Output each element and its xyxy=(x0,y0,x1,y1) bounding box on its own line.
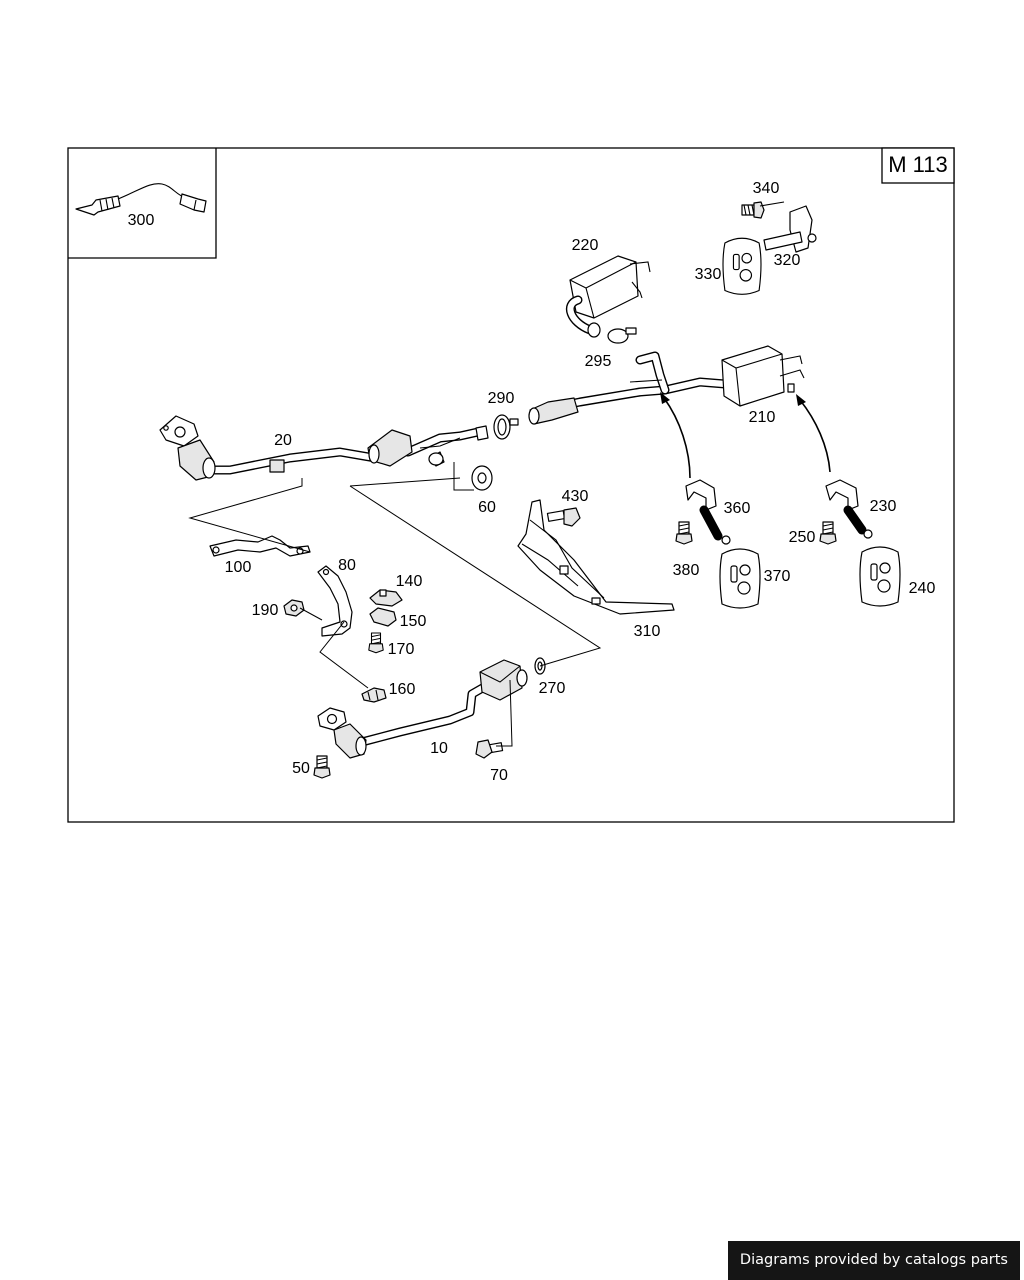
rear-muffler-icon[interactable] xyxy=(721,345,805,407)
callout-190: 190 xyxy=(252,602,279,619)
callout-320: 320 xyxy=(774,252,801,269)
callout-380: 380 xyxy=(673,562,700,579)
arrow-icon xyxy=(663,397,691,479)
callout-240: 240 xyxy=(909,580,936,597)
rubber-hanger-icon[interactable] xyxy=(722,237,762,295)
nut-icon[interactable] xyxy=(471,465,493,491)
bolt-icon[interactable] xyxy=(546,507,581,527)
arrow-icon xyxy=(799,399,831,473)
oxygen-sensor-icon[interactable] xyxy=(75,183,207,216)
callout-340: 340 xyxy=(753,180,780,197)
bracket-icon[interactable] xyxy=(209,535,311,557)
callout-230: 230 xyxy=(870,498,897,515)
callout-250: 250 xyxy=(789,529,816,546)
callout-310: 310 xyxy=(634,623,661,640)
callout-70: 70 xyxy=(490,767,508,784)
arrow-head-icon xyxy=(796,394,806,406)
callout-80: 80 xyxy=(338,557,356,574)
front-pipe-catalytic-converter-icon[interactable] xyxy=(159,415,489,481)
middle-pipe-icon[interactable] xyxy=(528,351,730,425)
mounting-bracket-icon[interactable] xyxy=(741,201,817,253)
callout-290: 290 xyxy=(488,390,515,407)
diagram-frame xyxy=(67,147,955,823)
callout-270: 270 xyxy=(539,680,566,697)
clamp-icon[interactable] xyxy=(493,414,519,440)
clip-icon[interactable] xyxy=(361,687,387,703)
callout-labels: 300 20 290 60 220 295 340 320 330 210 43… xyxy=(128,180,936,784)
callout-370: 370 xyxy=(764,568,791,585)
catalytic-converter-pipe-icon[interactable] xyxy=(317,659,528,759)
callout-430: 430 xyxy=(562,488,589,505)
callout-10: 10 xyxy=(430,740,448,757)
muffler-icon[interactable] xyxy=(565,255,651,338)
engine-code-box: M 113 xyxy=(881,147,955,184)
clip-icon[interactable] xyxy=(369,607,397,627)
engine-code: M 113 xyxy=(888,152,948,177)
callout-150: 150 xyxy=(400,613,427,630)
bolt-icon[interactable] xyxy=(675,521,693,545)
hanger-bracket-icon[interactable] xyxy=(685,479,731,545)
hanger-bracket-icon[interactable] xyxy=(825,479,873,539)
bolt-icon[interactable] xyxy=(368,632,384,654)
callout-330: 330 xyxy=(695,266,722,283)
callout-140: 140 xyxy=(396,573,423,590)
callout-220: 220 xyxy=(572,237,599,254)
callout-170: 170 xyxy=(388,641,415,658)
callout-50: 50 xyxy=(292,760,310,777)
inset-box xyxy=(68,148,217,259)
clamp-icon[interactable] xyxy=(607,327,637,344)
heat-shield-icon[interactable] xyxy=(517,499,675,615)
callout-60: 60 xyxy=(478,499,496,516)
callout-295: 295 xyxy=(585,353,612,370)
bolt-icon[interactable] xyxy=(819,521,837,545)
rubber-hanger-icon[interactable] xyxy=(859,546,901,607)
arrow-head-icon xyxy=(660,392,670,404)
callout-100: 100 xyxy=(225,559,252,576)
bolt-icon[interactable] xyxy=(313,755,331,779)
callout-210: 210 xyxy=(749,409,776,426)
callout-300: 300 xyxy=(128,212,155,229)
credit-banner: Diagrams provided by catalogs parts xyxy=(727,1241,1020,1280)
clip-icon[interactable] xyxy=(369,589,403,607)
callout-160: 160 xyxy=(389,681,416,698)
leader-lines xyxy=(188,462,602,747)
bolt-icon[interactable] xyxy=(475,739,504,759)
callout-20: 20 xyxy=(274,432,292,449)
callout-360: 360 xyxy=(724,500,751,517)
bracket-icon[interactable] xyxy=(317,565,353,637)
rubber-hanger-icon[interactable] xyxy=(719,548,761,609)
